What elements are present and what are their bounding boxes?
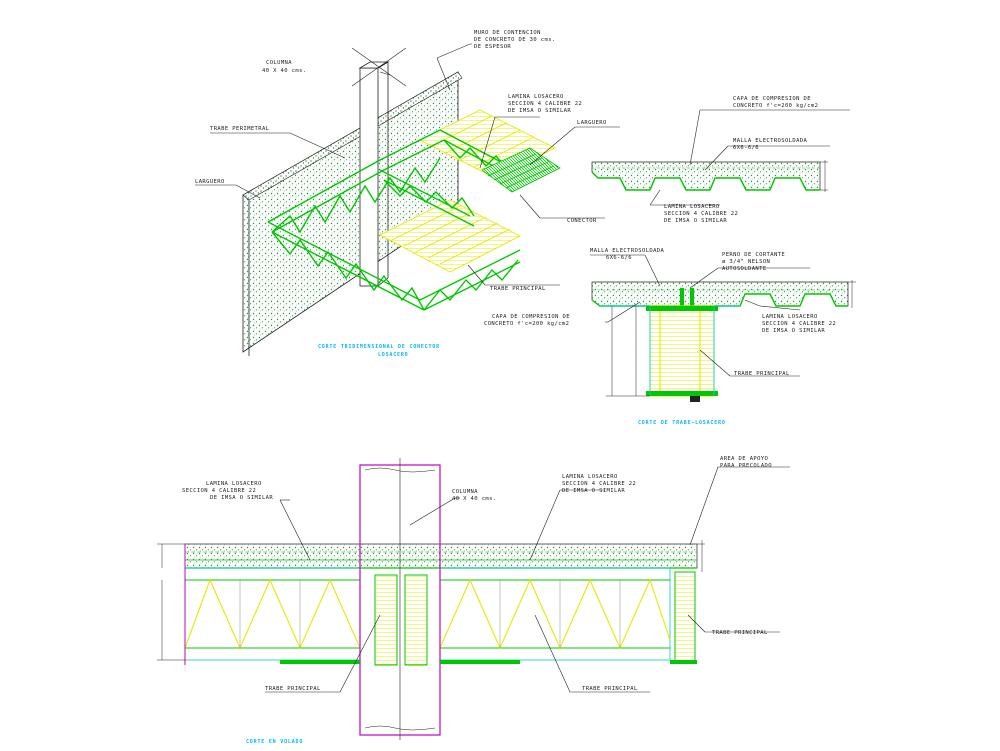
label-area-2: PARA PRECOLADO	[720, 463, 772, 469]
label-trabe-bot-mid: TRABE PRINCIPAL	[582, 686, 638, 692]
label-columna-bot-1: COLUMNA	[452, 489, 478, 495]
label-lamina-bot-left-2: SECCION 4 CALIBRE 22	[182, 488, 256, 494]
main-beam-section	[649, 305, 715, 397]
label-lamina-top-1: LAMINA LOSACERO	[508, 94, 564, 100]
label-malla-mid-1: MALLA ELECTROSOLDADA	[590, 248, 665, 254]
label-capa-1: CAPA DE COMPRESION DE	[733, 96, 811, 102]
caption-iso-1: CORTE TRIDIMENSIONAL DE CONECTOR	[318, 344, 440, 350]
label-lapuerpo: LARGUERO	[195, 179, 225, 185]
label-lamina-mid-2: SECCION 4 CALIBRE 22	[762, 321, 836, 327]
label-area-1: AREA DE APOYO	[720, 456, 768, 462]
label-malla-right-1: MALLA ELECTROSOLDADA	[733, 138, 808, 144]
iso-leaders	[195, 43, 620, 286]
label-trabe-bot-right: TRABE PRINCIPAL	[712, 630, 768, 636]
label-capa-2: CONCRETO f'c=200 kg/cm2	[733, 103, 818, 109]
caption-iso-2: LOSACERO	[378, 352, 408, 358]
label-capa-mid-2: CONCRETO f'c=200 kg/cm2	[484, 321, 569, 327]
label-muro-3: DE ESPESOR	[474, 44, 511, 50]
slab-section-a	[591, 109, 850, 206]
label-lamina-mid-1: LAMINA LOSACERO	[762, 314, 818, 320]
label-conector: CONECTOR	[567, 218, 597, 224]
label-lamina-right-2: SECCION 4 CALIBRE 22	[664, 211, 738, 217]
annotations: MURO DE CONTENCION DE CONCRETO DE 30 cms…	[182, 30, 836, 745]
wall-top-edge	[242, 71, 463, 201]
label-lamina-bot-mid-3: DE IMSA O SIMILAR	[562, 488, 625, 494]
label-lamina-right-1: LAMINA LOSACERO	[664, 204, 720, 210]
label-trabe-principal-iso: TRABE PRINCIPAL	[490, 286, 546, 292]
isometric-view	[195, 43, 620, 356]
label-perno-2: ø 3/4" NELSON	[722, 259, 770, 265]
label-lamina-bot-mid-1: LAMINA LOSACERO	[562, 474, 618, 480]
label-muro-2: DE CONCRETO DE 30 cms.	[474, 37, 556, 43]
label-lamina-right-3: DE IMSA O SIMILAR	[664, 218, 727, 224]
perimeter-trusses	[267, 129, 521, 311]
cantilever-section	[157, 458, 790, 740]
label-trabe-principal-mid: TRABE PRINCIPAL	[734, 371, 790, 377]
label-lamina-mid-3: DE IMSA O SIMILAR	[762, 328, 825, 334]
label-malla-right-2: 6X6-6/6	[733, 145, 759, 151]
slab-section-b	[590, 254, 856, 402]
label-trabe-perimetral: TRABE PERIMETRAL	[210, 126, 270, 132]
label-lamina-top-2: SECCION 4 CALIBRE 22	[508, 101, 582, 107]
column-iso	[351, 47, 407, 287]
label-muro-1: MURO DE CONTENCION	[474, 30, 541, 36]
label-lamina-top-3: DE IMSA O SIMILAR	[508, 108, 571, 114]
label-lamina-bot-left-1: LAMINA LOSACERO	[206, 481, 262, 487]
label-trabe-bot-left: TRABE PRINCIPAL	[265, 686, 321, 692]
connector-block	[481, 147, 561, 193]
label-capa-mid-1: CAPA DE COMPRESION DE	[492, 314, 570, 320]
label-larguero: LARGUERO	[577, 120, 607, 126]
label-perno-1: PERNO DE CORTANTE	[722, 252, 785, 258]
label-lamina-bot-left-3: DE IMSA O SIMILAR	[210, 495, 273, 501]
caption-mid: CORTE DE TRABE-LOSACERO	[638, 420, 726, 426]
label-lamina-bot-mid-2: SECCION 4 CALIBRE 22	[562, 481, 636, 487]
label-malla-mid-2: 6X6-6/6	[606, 255, 632, 261]
label-perno-3: AUTOSOLDANTE	[722, 266, 767, 272]
label-columna-bot-2: 40 X 40 cms.	[452, 496, 497, 502]
caption-bot: CORTE EN VOLADO	[246, 739, 303, 745]
label-columna-top-1: COLUMNA	[266, 60, 292, 66]
label-columna-top-2: 40 X 40 cms.	[262, 68, 307, 74]
